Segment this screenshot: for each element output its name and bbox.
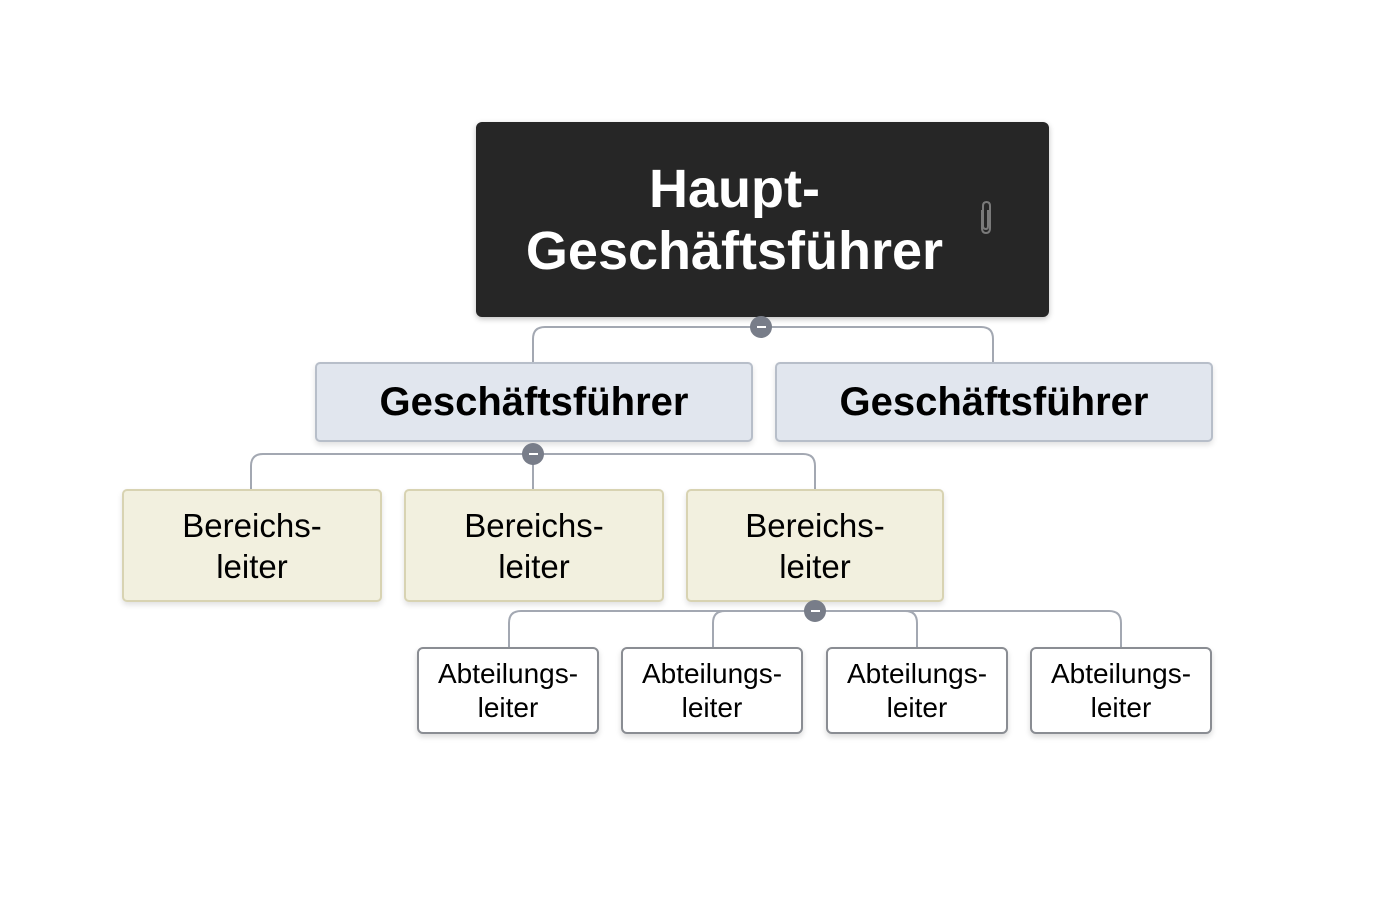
node-bereichsleiter-2[interactable]: Bereichs-leiter [404,489,664,602]
node-label: Abteilungs- [846,657,988,689]
node-label: Bereichs- [464,506,604,544]
node-label: Bereichs- [182,506,322,544]
node-geschaeftsfuehrer-1[interactable]: Geschäftsführer [315,362,753,442]
node-label: leiter [779,547,851,585]
node-abteilungsleiter-1[interactable]: Abteilungs-leiter [417,647,599,734]
node-label: leiter [886,691,948,723]
collapse-button[interactable] [750,316,772,338]
node-label: leiter [477,691,539,723]
node-label: leiter [1090,691,1152,723]
node-abteilungsleiter-3[interactable]: Abteilungs-leiter [826,647,1008,734]
node-label: Abteilungs- [1050,657,1192,689]
node-abteilungsleiter-4[interactable]: Abteilungs-leiter [1030,647,1212,734]
collapse-button[interactable] [522,443,544,465]
paperclip-icon[interactable] [977,200,995,236]
node-label: leiter [681,691,743,723]
node-label: leiter [498,547,570,585]
node-label: Abteilungs- [437,657,579,689]
root-line1: Haupt- [649,158,820,219]
node-label: leiter [216,547,288,585]
node-bereichsleiter-1[interactable]: Bereichs-leiter [122,489,382,602]
node-label: Bereichs- [745,506,885,544]
node-label: Abteilungs- [641,657,783,689]
node-bereichsleiter-3[interactable]: Bereichs-leiter [686,489,944,602]
root-node[interactable]: Haupt-Geschäftsführer [476,122,1049,317]
node-label: Geschäftsführer [839,379,1149,424]
node-abteilungsleiter-2[interactable]: Abteilungs-leiter [621,647,803,734]
root-line2: Geschäftsführer [525,220,944,281]
node-geschaeftsfuehrer-2[interactable]: Geschäftsführer [775,362,1213,442]
collapse-button[interactable] [804,600,826,622]
node-label: Geschäftsführer [379,379,689,424]
